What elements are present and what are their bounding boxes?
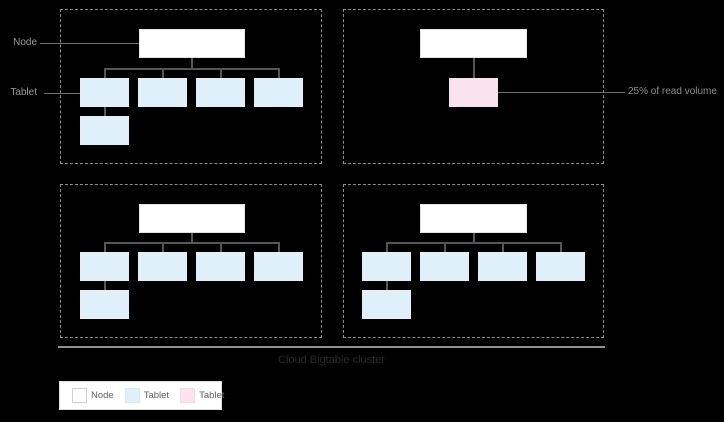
- tree-drop: [560, 242, 562, 252]
- tablet-box: [536, 252, 585, 281]
- read-volume-label: 25% of read volume: [628, 86, 717, 97]
- tree-drop: [104, 242, 106, 252]
- read-volume-leader-line: [498, 92, 625, 93]
- tablet-box: [196, 78, 245, 107]
- node-leader-line: [40, 43, 139, 44]
- tree-drop: [444, 242, 446, 252]
- tablet-box: [254, 252, 303, 281]
- tablet-box: [362, 290, 411, 319]
- tablet-swatch-icon: [124, 388, 140, 403]
- legend: Node Tablet Tablet: [59, 381, 224, 410]
- tablet-box: [362, 252, 411, 281]
- tree-stem: [104, 107, 106, 116]
- tree-drop: [278, 68, 280, 78]
- legend-label: Tablet: [199, 389, 225, 401]
- tree-drop: [220, 242, 222, 252]
- quadrant-bottom-left: [60, 184, 322, 338]
- tree-stem: [191, 233, 193, 242]
- tablet-leader-line: [44, 93, 80, 94]
- tree-drop: [502, 242, 504, 252]
- node-swatch-icon: [72, 388, 87, 403]
- node-box: [139, 29, 245, 58]
- tree-drop: [162, 68, 164, 78]
- tablet-box: [138, 78, 187, 107]
- node-box: [139, 204, 245, 233]
- legend-item-tablet: Tablet: [124, 388, 170, 403]
- tree-stem: [104, 281, 106, 290]
- tree-stem: [191, 58, 193, 68]
- tree-drop: [104, 68, 106, 78]
- hot-tablet-box: [449, 78, 498, 107]
- cluster-baseline: [58, 346, 605, 348]
- legend-item-node: Node: [72, 388, 114, 403]
- legend-label: Node: [91, 389, 114, 401]
- legend-label: Tablet: [143, 389, 170, 401]
- tree-stem: [386, 281, 388, 290]
- tree-drop: [162, 242, 164, 252]
- tree-drop: [386, 242, 388, 252]
- tablet-box: [80, 290, 129, 319]
- tree-drop: [220, 68, 222, 78]
- tree-stem: [473, 58, 475, 78]
- quadrant-top-right: [343, 9, 604, 164]
- legend-item-hot-tablet: Tablet: [180, 388, 224, 403]
- tablet-box: [478, 252, 527, 281]
- tree-rail: [386, 242, 560, 244]
- tree-drop: [278, 242, 280, 252]
- tree-stem: [473, 233, 475, 242]
- tablet-pointer-label: Tablet: [10, 87, 37, 98]
- tree-rail: [104, 242, 279, 244]
- node-box: [420, 29, 527, 58]
- node-pointer-label: Node: [13, 37, 37, 48]
- tablet-box: [80, 78, 129, 107]
- tablet-box: [254, 78, 303, 107]
- tree-rail: [104, 68, 279, 70]
- quadrant-top-left: [60, 9, 322, 164]
- tablet-box: [80, 116, 129, 145]
- node-box: [420, 204, 527, 233]
- hot-tablet-swatch-icon: [180, 388, 196, 403]
- cluster-caption: Cloud Bigtable cluster: [277, 354, 385, 366]
- tablet-box: [196, 252, 245, 281]
- tablet-box: [80, 252, 129, 281]
- tablet-box: [420, 252, 469, 281]
- tablet-box: [138, 252, 187, 281]
- quadrant-bottom-right: [343, 184, 604, 338]
